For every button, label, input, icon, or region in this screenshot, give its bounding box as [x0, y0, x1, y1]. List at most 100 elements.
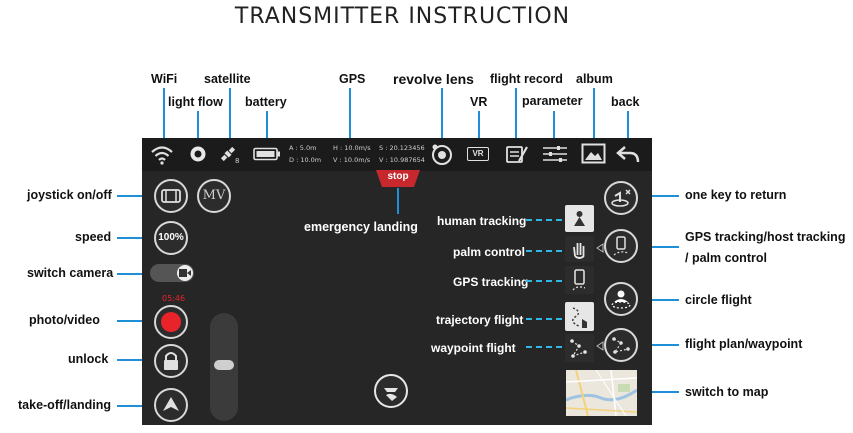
speed-label: speed	[75, 230, 112, 244]
light-flow-pointer	[197, 111, 199, 140]
joystick-icon	[161, 189, 181, 203]
parameter-label: parameter	[522, 94, 583, 108]
human-tracking-button[interactable]	[565, 205, 594, 232]
waypoint-flight-label: waypoint flight	[431, 341, 516, 355]
one-key-return-button[interactable]	[604, 181, 638, 215]
trajectory-flight-pointer	[526, 318, 562, 320]
takeoff-landing-button[interactable]	[154, 388, 188, 422]
wifi-icon	[151, 146, 173, 165]
revolve-lens-pointer	[441, 88, 443, 140]
waypoint-flight-button[interactable]	[565, 334, 594, 362]
throttle-slider[interactable]	[210, 313, 238, 421]
gps-tracking-pointer	[526, 280, 562, 282]
telemetry-v2: V : 10.987654	[379, 156, 425, 164]
gps-tracking-host-pointer	[637, 246, 679, 248]
switch-camera-pointer	[117, 273, 153, 275]
telemetry-s: S : 20.123456	[379, 144, 425, 152]
flight-plan-button[interactable]	[604, 328, 638, 362]
palm-icon	[573, 243, 585, 259]
return-home-icon	[611, 189, 631, 207]
stop-badge[interactable]	[376, 170, 420, 188]
photo-video-label: photo/video	[29, 313, 100, 327]
battery-pointer	[266, 111, 268, 140]
back-label: back	[611, 95, 640, 109]
takeoff-pointer	[117, 405, 157, 407]
joystick-toggle-button[interactable]	[154, 179, 188, 213]
satellite-label: satellite	[204, 72, 251, 86]
light-flow-label: light flow	[168, 95, 223, 109]
switch-map-thumbnail[interactable]	[566, 370, 637, 416]
revolve-lens-label: revolve lens	[393, 71, 474, 87]
telemetry-h: H : 10.0m/s	[333, 144, 371, 152]
joystick-pointer	[117, 195, 157, 197]
waypoint-expand-arrow	[596, 341, 604, 351]
gps-label: GPS	[339, 72, 366, 86]
waypoint-icon	[570, 339, 587, 358]
photo-video-pointer	[117, 320, 157, 322]
speed-pointer	[117, 237, 157, 239]
back-icon[interactable]	[616, 144, 640, 164]
page-title: TRANSMITTER INSTRUCTION	[234, 4, 571, 29]
phone-track-icon	[572, 269, 586, 291]
gps-host-palm-button[interactable]	[604, 229, 638, 263]
trajectory-flight-button[interactable]	[565, 302, 594, 331]
wifi-label: WiFi	[151, 72, 178, 86]
unlock-button[interactable]	[154, 344, 188, 378]
palm-expand-arrow	[596, 243, 604, 253]
emergency-pointer	[397, 188, 399, 214]
vr-icon[interactable]: VR	[467, 147, 489, 161]
gps-tracking-host-label: GPS tracking/host tracking	[685, 230, 846, 244]
switch-camera-label: switch camera	[27, 266, 114, 280]
photo-video-button[interactable]	[154, 305, 188, 339]
flight-plan-pointer	[637, 344, 679, 346]
joystick-label: joystick on/off	[27, 188, 112, 202]
mv-button[interactable]: MV	[197, 179, 231, 213]
center-mode-button[interactable]	[374, 374, 408, 408]
palm-control-pointer	[526, 250, 562, 252]
back-pointer	[627, 111, 629, 140]
vr-label: VR	[470, 95, 488, 109]
circle-flight-pointer	[637, 299, 679, 301]
switch-map-label: switch to map	[685, 385, 769, 399]
telemetry-a: A : 5.0m	[289, 144, 317, 152]
parameter-icon[interactable]	[542, 144, 568, 164]
gps-tracking-label: GPS tracking	[453, 275, 529, 289]
satellite-count: 8	[235, 157, 240, 165]
palm-control-label: palm control	[453, 245, 526, 259]
human-tracking-label: human tracking	[437, 214, 527, 228]
record-timer: 05:46	[162, 294, 186, 303]
flight-record-icon[interactable]	[505, 143, 529, 165]
light-flow-icon[interactable]	[189, 145, 207, 163]
arrow-up-icon	[163, 397, 179, 411]
battery-icon	[253, 147, 280, 161]
throttle-handle[interactable]	[214, 360, 234, 370]
switch-camera-toggle[interactable]	[150, 264, 194, 282]
person-icon	[574, 211, 585, 226]
telemetry-d: D : 10.0m	[289, 156, 322, 164]
vr-pointer	[478, 111, 480, 140]
switch-map-pointer	[640, 391, 679, 393]
revolve-lens-icon[interactable]	[430, 142, 454, 166]
unlock-pointer	[117, 359, 157, 361]
album-label: album	[576, 72, 613, 86]
record-dot	[161, 312, 181, 332]
circle-flight-button[interactable]	[604, 282, 638, 316]
gps-tracking-button[interactable]	[565, 266, 594, 294]
map-icon	[566, 370, 637, 416]
phone-track-icon	[613, 236, 629, 256]
satellite-icon	[220, 146, 236, 162]
one-key-return-label: one key to return	[685, 188, 787, 202]
lock-icon	[164, 352, 178, 370]
camera-icon	[179, 269, 191, 277]
album-icon[interactable]	[581, 143, 606, 164]
speed-button[interactable]: 100%	[154, 221, 188, 255]
emergency-landing-label: emergency landing	[304, 220, 418, 234]
one-key-return-pointer	[637, 195, 679, 197]
palm-control-button[interactable]	[565, 236, 594, 262]
human-tracking-pointer	[526, 219, 562, 221]
waypoint-icon	[612, 337, 630, 354]
wifi-pointer	[163, 88, 165, 140]
flight-record-pointer	[515, 88, 517, 140]
flight-record-label: flight record	[490, 72, 563, 86]
circle-flight-icon	[611, 290, 631, 309]
